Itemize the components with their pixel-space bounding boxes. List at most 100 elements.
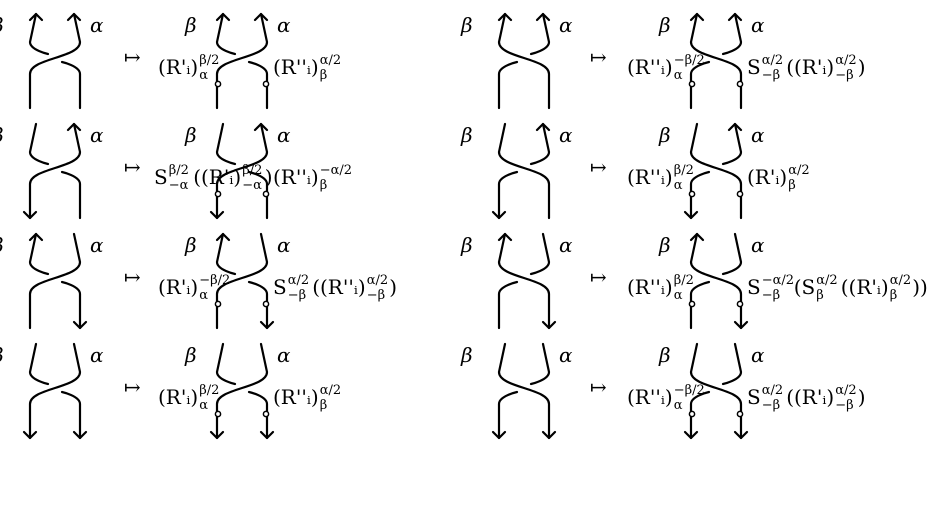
arrow-down-icon	[683, 210, 699, 220]
row2-left-left-tail-sup: β/2	[242, 163, 262, 178]
row1-right-left-label-sup: −β/2	[674, 53, 705, 68]
row3-right-right-close: ))	[912, 275, 928, 299]
row1-left-right-label-sup: α/2	[320, 53, 341, 68]
row3-left-left-label-sub: α	[199, 288, 208, 303]
row3-left-right-tail-base: ((R''ᵢ)	[312, 275, 366, 299]
row3-left-lhs-under-strand-lower	[60, 280, 82, 330]
row3-right-rhs-right-bead	[736, 300, 744, 308]
arrow-up-icon	[66, 122, 82, 132]
row3-right-right-tail2-base: ((R'ᵢ)	[841, 275, 889, 299]
row4-right-left-label-base: (R''ᵢ)	[627, 385, 673, 409]
arrow-down-icon	[209, 430, 225, 440]
row3-right-rhs-beta: β	[658, 233, 671, 257]
row3-right-lhs-under-strand-lower	[497, 280, 519, 330]
row3-right-lhs-under-strand-upper	[529, 232, 551, 276]
row1-left-lhs-beta: β	[0, 13, 4, 37]
row2-left-rhs-beta: β	[184, 123, 197, 147]
row1-right-right-tail-sup: α/2	[835, 53, 856, 68]
arrow-down-icon	[209, 210, 225, 220]
arrow-up-icon	[535, 12, 551, 22]
row2-right-lhs-over-strand	[497, 122, 551, 220]
row2-right-lhs-alpha: α	[559, 123, 573, 147]
row3-right-lhs-beta: β	[460, 233, 473, 257]
arrow-up-icon	[215, 232, 231, 242]
row1-right-right-label-sup: α/2	[762, 53, 783, 68]
row4-left-mapsto-icon: ↦	[124, 375, 141, 399]
row3-left-right-label-base: S	[273, 275, 287, 299]
row1-right-right-tail-base: ((R'ᵢ)	[786, 55, 834, 79]
row1-right-lhs-alpha: α	[559, 13, 573, 37]
arrow-down-icon	[72, 430, 88, 440]
row2-right-lhs-under-strand-upper	[529, 122, 551, 166]
row3-right-right-tail2-sup: α/2	[890, 273, 911, 288]
row4-left-right-label-sup: α/2	[320, 383, 341, 398]
row2-left-left-label-sub: −α	[169, 178, 189, 193]
row2-right-mapsto-icon: ↦	[590, 155, 607, 179]
row2-right-right-label-sup: α/2	[788, 163, 809, 178]
row3-right-rhs-over-strand	[689, 232, 743, 330]
row2-right-right-label-base: (R'ᵢ)	[747, 165, 787, 189]
row4-right-lhs-beta: β	[460, 343, 473, 367]
row4-right-lhs-alpha: α	[559, 343, 573, 367]
row1-right-left-label-base: (R''ᵢ)	[627, 55, 673, 79]
row1-right-rhs-beta: β	[658, 13, 671, 37]
row4-left-rhs-alpha: α	[277, 343, 291, 367]
row1-left-left-label-sub: α	[199, 68, 208, 83]
arrow-up-icon	[66, 12, 82, 22]
row2-right-rhs-under-strand-lower	[689, 170, 711, 220]
row2-right-rhs-alpha: α	[751, 123, 765, 147]
row2-left-rhs-over-strand	[215, 122, 269, 220]
row4-left-right-label-sub: β	[320, 398, 328, 413]
row4-right-rhs-under-strand-lower	[689, 390, 711, 440]
row1-right-rhs-under-strand-lower	[689, 60, 711, 110]
row4-right-rhs-left-bead	[688, 410, 696, 418]
arrow-up-icon	[535, 122, 551, 132]
row3-left-right-label-sup: α/2	[288, 273, 309, 288]
row2-left-lhs-under-strand-lower	[60, 170, 82, 220]
row4-right-left-label-sup: −β/2	[674, 383, 705, 398]
row3-left-lhs-beta: β	[0, 233, 4, 257]
arrow-up-icon	[689, 12, 705, 22]
row2-left-mapsto-icon: ↦	[124, 155, 141, 179]
row1-left-lhs-over-strand	[28, 12, 82, 110]
row4-right-right-close: )	[858, 385, 866, 409]
row4-right-right-tail-sub: −β	[835, 398, 853, 413]
row2-left-left-close: )	[265, 165, 273, 189]
row1-left-left-label-sup: β/2	[199, 53, 219, 68]
row1-right-lhs-over-strand	[497, 12, 551, 110]
row4-right-rhs-over-strand	[689, 342, 743, 440]
row4-left-lhs-alpha: α	[90, 343, 104, 367]
row3-right-rhs-under-strand-upper	[721, 232, 743, 276]
row4-right-right-tail-base: ((R'ᵢ)	[786, 385, 834, 409]
row2-left-left-tail-base: ((R'ᵢ)	[193, 165, 241, 189]
row1-left-left-label-base: (R'ᵢ)	[158, 55, 198, 79]
row1-right-rhs-alpha: α	[751, 13, 765, 37]
row3-left-rhs-under-strand-upper	[215, 232, 237, 276]
arrow-down-icon	[22, 430, 38, 440]
row3-left-rhs-beta: β	[184, 233, 197, 257]
row3-right-left-label-sup: β/2	[674, 273, 694, 288]
row1-right-right-label-base: S	[747, 55, 761, 79]
row2-left-lhs-beta: β	[0, 123, 4, 147]
row2-left-rhs-under-strand-lower	[247, 170, 269, 220]
row3-right-right-tail-sup: α/2	[816, 273, 837, 288]
row2-left-left-label-base: S	[154, 165, 168, 189]
row2-left-rhs-under-strand-upper	[215, 122, 237, 166]
row2-left-left-label-sup: β/2	[169, 163, 189, 178]
row1-right-lhs-beta: β	[460, 13, 473, 37]
row2-right-rhs-beta: β	[658, 123, 671, 147]
row1-left-rhs-alpha: α	[277, 13, 291, 37]
row2-left-lhs-alpha: α	[90, 123, 104, 147]
row4-left-lhs-beta: β	[0, 343, 4, 367]
row3-right-rhs-alpha: α	[751, 233, 765, 257]
row4-right-mapsto-icon: ↦	[590, 375, 607, 399]
row1-right-lhs-under-strand-upper	[529, 12, 551, 56]
row3-left-rhs-alpha: α	[277, 233, 291, 257]
row4-right-right-label-base: S	[747, 385, 761, 409]
arrow-down-icon	[259, 430, 275, 440]
row2-left-lhs-over-strand	[28, 122, 82, 220]
arrow-down-icon	[541, 430, 557, 440]
row3-left-rhs-over-strand	[215, 232, 269, 330]
arrow-down-icon	[733, 320, 749, 330]
row2-left-right-label-base: (R''ᵢ)	[273, 165, 319, 189]
